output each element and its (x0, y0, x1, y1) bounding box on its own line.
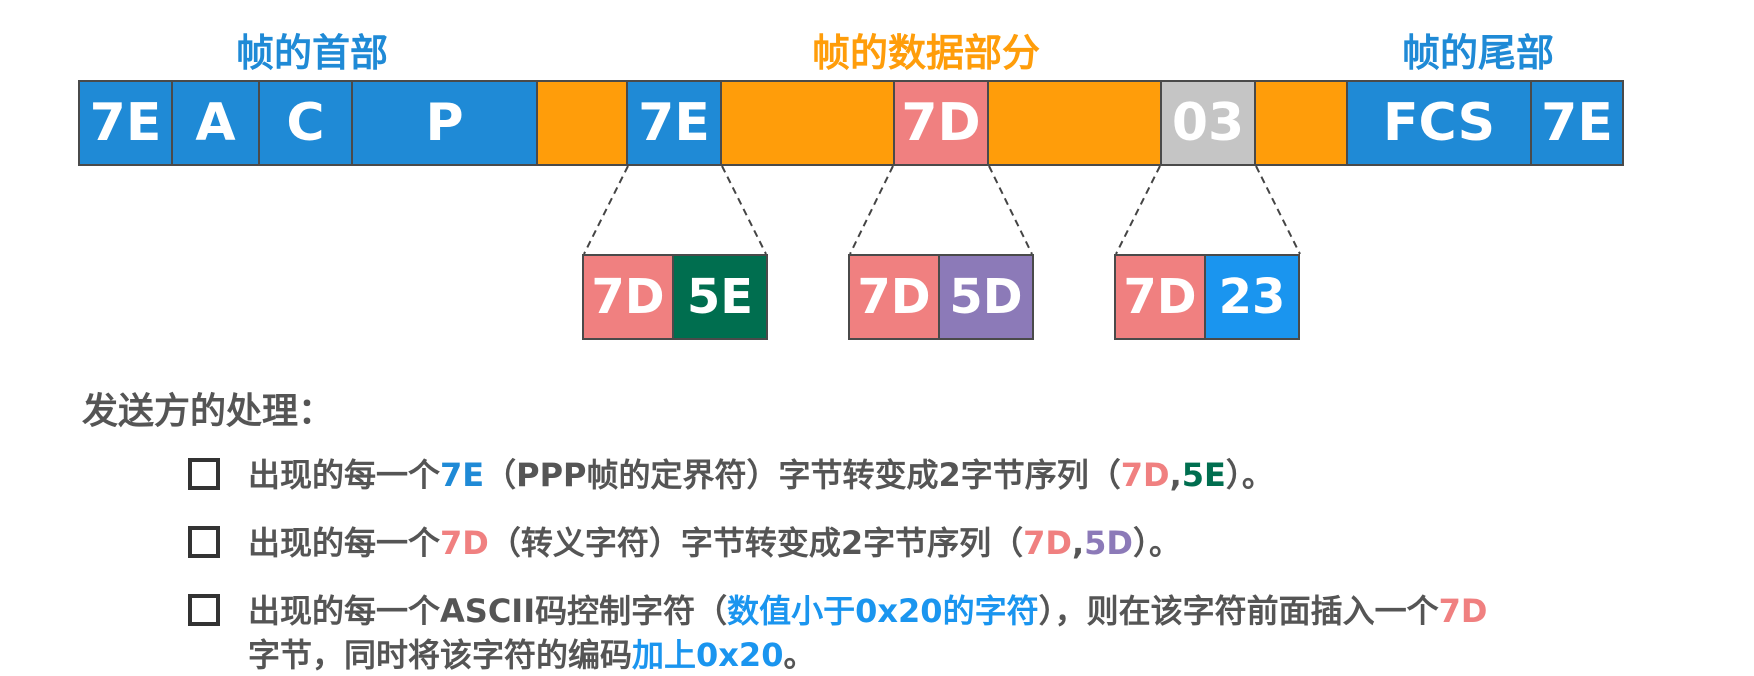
rule-text: ），则在该字符前面插入一个 (1038, 592, 1439, 630)
connector-line (583, 165, 629, 255)
escape-byte-7d: 7D (1114, 254, 1206, 340)
rule-escape-7d: 出现的每一个7D（转义字符）字节转变成2字节序列（7D,5D）。 (188, 518, 1181, 564)
rule-escape-control: 出现的每一个ASCII码控制字符（数值小于0x20的字符），则在该字符前面插入一… (188, 586, 1487, 632)
frame-flag-end: 7E (1530, 80, 1624, 166)
rule-text: 出现的每一个ASCII码控制字符（ (248, 592, 728, 630)
rule-text: （PPP帧的定界符）字节转变成2字节序列（ (484, 456, 1121, 494)
rule-text: 字节，同时将该字符的编码 (248, 636, 633, 674)
frame-fcs-field: FCS (1346, 80, 1532, 166)
escape-byte-7d: 7D (582, 254, 674, 340)
frame-data-title: 帧的数据部分 (812, 31, 1041, 75)
frame-trailer-title: 帧的尾部 (1402, 31, 1555, 75)
rule-text: ）。 (1225, 456, 1274, 494)
connector-line (849, 165, 894, 255)
rule-highlight-5e: 5E (1181, 456, 1226, 494)
escape-byte-5e: 5E (672, 254, 768, 340)
escape-byte-23: 23 (1204, 254, 1300, 340)
rule-text: , (1169, 456, 1182, 494)
rule-highlight-add-0x20: 加上0x20 (632, 636, 784, 674)
frame-control-field: C (258, 80, 353, 166)
sender-heading: 发送方的处理： (82, 391, 335, 432)
rule-escape-control-continued: 字节，同时将该字符的编码加上0x20。 (248, 630, 815, 676)
connector-line (988, 165, 1033, 255)
frame-data-segment (720, 80, 895, 166)
frame-data-7e-byte: 7E (626, 80, 722, 166)
frame-data-control-char: 03 (1160, 80, 1256, 166)
rule-highlight-5d: 5D (1084, 524, 1133, 562)
rule-highlight-control-range: 数值小于0x20的字符 (727, 592, 1039, 630)
connector-line (721, 165, 767, 255)
rule-text: ）。 (1132, 524, 1181, 562)
escape-byte-5d: 5D (938, 254, 1034, 340)
rule-highlight-7e: 7E (440, 456, 485, 494)
rule-highlight-7d: 7D (1120, 456, 1170, 494)
frame-data-7d-byte: 7D (893, 80, 989, 166)
rule-text: 。 (783, 636, 816, 674)
rule-text: 出现的每一个 (248, 524, 441, 562)
rule-highlight-7d: 7D (440, 524, 489, 562)
rule-text: , (1071, 524, 1085, 562)
connector-line (1255, 165, 1301, 255)
rule-text: （转义字符）字节转变成2字节序列（ (488, 524, 1024, 562)
checkbox-square-icon (188, 526, 220, 558)
frame-data-segment (536, 80, 628, 166)
rule-highlight-7d: 7D (1023, 524, 1072, 562)
rule-escape-7e: 出现的每一个7E（PPP帧的定界符）字节转变成2字节序列（7D,5E）。 (188, 450, 1274, 496)
frame-data-segment (987, 80, 1162, 166)
escape-byte-7d: 7D (848, 254, 940, 340)
checkbox-square-icon (188, 458, 220, 490)
connector-line (1115, 165, 1161, 255)
frame-protocol-field: P (351, 80, 538, 166)
checkbox-square-icon (188, 594, 220, 626)
frame-address-field: A (171, 80, 260, 166)
frame-header-title: 帧的首部 (236, 31, 389, 75)
rule-text: 出现的每一个 (248, 456, 441, 494)
rule-highlight-7d: 7D (1438, 592, 1488, 630)
